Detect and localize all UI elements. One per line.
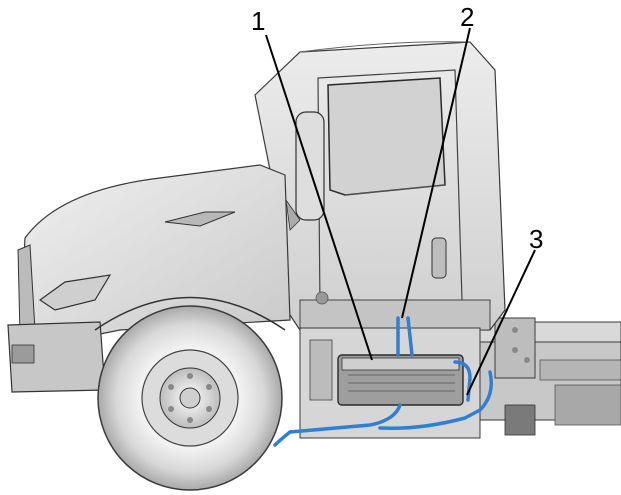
- blue-hoses: [273, 316, 493, 447]
- front-wheel: [97, 305, 283, 491]
- leader-line-2: [401, 27, 471, 319]
- leader-line-3: [466, 249, 536, 396]
- cab: [254, 41, 506, 331]
- callout-labels: 1 2 3: [251, 2, 543, 254]
- hood: [7, 164, 291, 393]
- battery-box: [299, 327, 481, 439]
- callout-3: 3: [529, 224, 543, 254]
- callout-2: 2: [460, 2, 474, 32]
- leader-lines: [265, 27, 536, 396]
- leader-line-1: [265, 34, 373, 361]
- callout-1: 1: [251, 6, 265, 36]
- frame-rail: [479, 317, 621, 436]
